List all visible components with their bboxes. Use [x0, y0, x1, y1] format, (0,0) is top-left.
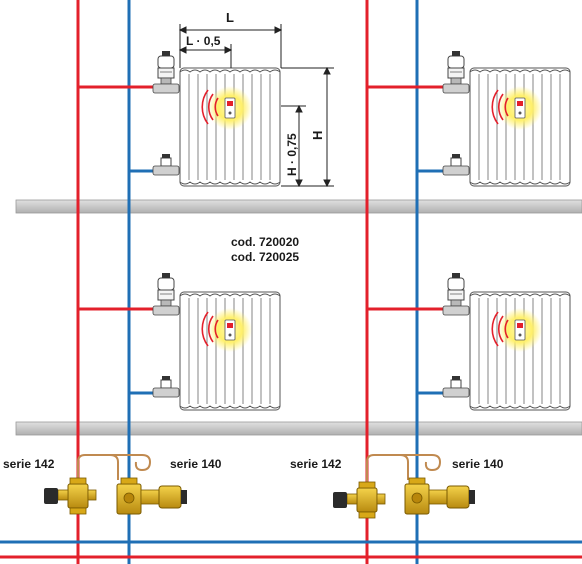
valve-label-left-1: serie 142	[3, 457, 55, 471]
valve-label-right-2: serie 140	[452, 457, 504, 471]
floor-slab-lower	[15, 421, 582, 436]
valve-group-right	[333, 454, 475, 519]
valve-group-left	[44, 454, 187, 515]
product-code-1: cod. 720020	[231, 235, 299, 249]
lockshield-valve-icon	[152, 153, 180, 176]
lockshield-valve-icon	[442, 153, 470, 176]
lockshield-valve-icon	[442, 375, 470, 398]
balancing-valve-icon	[44, 477, 97, 515]
thermostatic-head-icon	[442, 50, 470, 94]
dimension-height-label: H	[310, 131, 325, 140]
thermostatic-head-icon	[442, 272, 470, 316]
balancing-valve-icon	[404, 477, 475, 515]
product-code-2: cod. 720025	[231, 250, 299, 264]
valve-label-right-1: serie 140	[170, 457, 222, 471]
dimension-lines	[178, 24, 334, 188]
dimension-height-ratio-label: H · 0,75	[285, 133, 299, 176]
lockshield-valve-icon	[152, 375, 180, 398]
valve-label-left-2: serie 142	[290, 457, 342, 471]
branch-pipes	[78, 85, 443, 395]
dimension-half-width-label: L · 0,5	[186, 34, 221, 48]
thermostatic-head-icon	[152, 50, 180, 94]
balancing-valve-icon	[333, 481, 386, 519]
dimension-width-label: L	[226, 10, 234, 25]
thermostatic-head-icon	[152, 272, 180, 316]
floor-slab-upper	[15, 199, 582, 214]
capillary-tube	[77, 454, 119, 482]
balancing-valve-icon	[116, 477, 187, 515]
capillary-tube	[366, 454, 409, 482]
